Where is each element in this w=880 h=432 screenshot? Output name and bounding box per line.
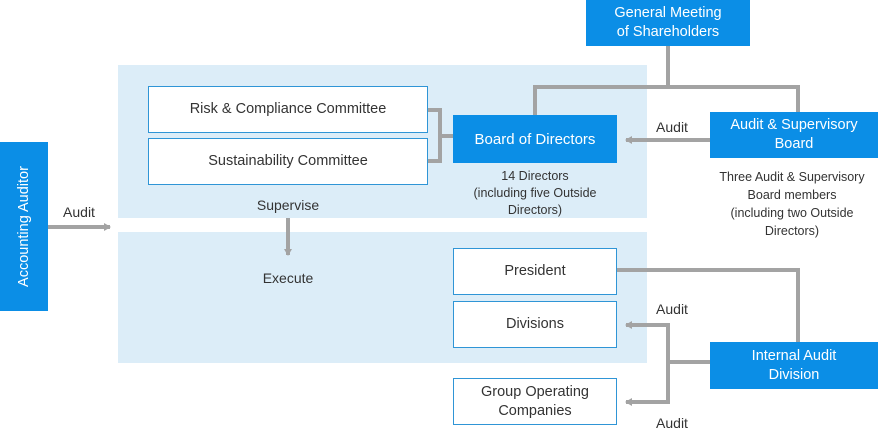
accounting-auditor-box: Accounting Auditor: [0, 142, 48, 311]
board-members-note: 14 Directors (including five Outside Dir…: [473, 169, 597, 217]
execute-label: Execute: [262, 270, 314, 286]
audit-label-accounting: Audit: [63, 204, 95, 220]
general-meeting-label: General Meeting of Shareholders: [614, 5, 722, 40]
sustainability-committee-box: Sustainability Committee: [148, 138, 428, 185]
group-operating-companies-box: Group Operating Companies: [453, 378, 617, 425]
board-of-directors-box: Board of Directors: [453, 115, 617, 163]
internal-audit-division-label: Internal Audit Division: [751, 347, 837, 383]
asb-members-note: Three Audit & Supervisory Board members …: [719, 170, 865, 238]
audit-label-internal-top: Audit: [656, 301, 688, 317]
audit-supervisory-board-label: Audit & Supervisory Board: [730, 117, 858, 152]
supervise-label: Supervise: [256, 197, 320, 213]
risk-compliance-committee-box: Risk & Compliance Committee: [148, 86, 428, 133]
audit-label-asb: Audit: [656, 119, 688, 135]
accounting-auditor-label: Accounting Auditor: [15, 166, 32, 287]
audit-label-internal-bottom: Audit: [656, 415, 688, 431]
group-operating-companies-label: Group Operating Companies: [480, 383, 589, 419]
divisions-label: Divisions: [505, 316, 564, 332]
divisions-box: Divisions: [453, 301, 617, 348]
president-box: President: [453, 248, 617, 295]
risk-compliance-label: Risk & Compliance Committee: [189, 101, 387, 117]
sustainability-label: Sustainability Committee: [208, 153, 368, 169]
board-of-directors-label: Board of Directors: [474, 130, 596, 148]
audit-supervisory-board-box: Audit & Supervisory Board: [710, 112, 878, 158]
general-meeting-box: General Meeting of Shareholders: [586, 0, 750, 46]
internal-audit-division-box: Internal Audit Division: [710, 342, 878, 389]
president-label: President: [504, 263, 566, 279]
